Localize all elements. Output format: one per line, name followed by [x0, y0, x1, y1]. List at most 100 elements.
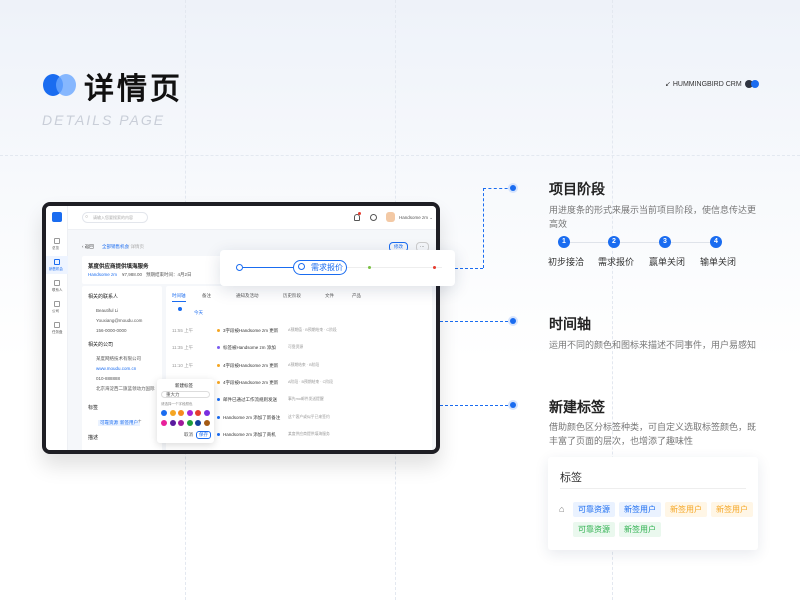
color-swatch[interactable] [203, 420, 210, 426]
tag[interactable]: 可靠资源 [573, 502, 615, 517]
tags-title: 标签 [88, 405, 99, 411]
sidebar-item[interactable]: 公司 [52, 309, 59, 313]
breadcrumb-parent[interactable]: 全部销售机会 [102, 244, 129, 249]
timeline-event: Handsome zm 添加了商机 [223, 431, 276, 437]
color-swatch[interactable] [186, 420, 193, 426]
company-field: 010-888888 [96, 376, 121, 381]
current-stage[interactable]: 需求报价 [293, 260, 347, 275]
timeline-time: 11:35 上午 [172, 345, 194, 351]
event-icon [217, 346, 220, 350]
connector-line [483, 188, 513, 189]
color-swatch[interactable] [195, 410, 201, 416]
step-circle[interactable]: 3 [659, 236, 671, 248]
tag-name-input[interactable]: 重大力 [161, 391, 210, 398]
timeline-detail: 这个客户或似乎已来签约 [288, 414, 330, 419]
cancel-button[interactable]: 取消 [184, 432, 193, 437]
bell-icon[interactable] [354, 214, 360, 221]
tab[interactable]: 产品 [352, 293, 361, 298]
sidebar-item[interactable]: 销售机会 [49, 267, 63, 271]
timeline-event: 标签被Handsome zm 添加 [223, 345, 276, 351]
anchor-dot [510, 318, 516, 324]
color-swatch[interactable] [195, 420, 201, 426]
check-icon [236, 264, 243, 271]
tag[interactable]: 新签用户 [619, 502, 661, 517]
company-field[interactable]: www.moudu.com.cn [96, 366, 137, 371]
sidebar-item[interactable]: 任务盘 [52, 330, 63, 334]
sidebar-item[interactable]: 联系人 [52, 288, 63, 292]
timeline-event: 3字段被Handsome zm 更新 [223, 328, 279, 333]
save-button[interactable]: 保存 [196, 431, 211, 439]
deal-end-date: 预期结束时间：4月2日 [146, 272, 192, 277]
tag[interactable]: 可靠资源 [573, 522, 615, 537]
notification-badge [358, 212, 361, 215]
page-subtitle: DETAILS PAGE [42, 112, 166, 128]
stage-progress-card: 需求报价 [220, 250, 455, 286]
color-hint: 请选择一个字段颜色 [161, 402, 193, 406]
color-swatch[interactable] [169, 420, 176, 426]
timeline-dot [178, 307, 182, 311]
anchor-dot [510, 185, 516, 191]
tag[interactable]: 新签用户 [118, 420, 140, 426]
color-swatch[interactable] [203, 410, 210, 416]
color-swatch[interactable] [186, 410, 193, 416]
timeline-event: Handsome zm 添加了新备注 [223, 414, 281, 420]
step-circle[interactable]: 1 [558, 236, 570, 248]
event-icon [217, 363, 220, 367]
stage-lost-dot[interactable] [433, 266, 436, 269]
timeline-detail: 某度供应商提供填海服务 [288, 431, 330, 436]
tab[interactable]: 历史阶段 [283, 293, 301, 298]
arrow-icon: ↙ [665, 81, 671, 88]
avatar[interactable] [386, 212, 395, 222]
sidebar-item[interactable]: 总览 [52, 246, 59, 250]
brand-dot-icon [745, 80, 753, 88]
step-circle[interactable]: 4 [710, 236, 722, 248]
tag[interactable]: 新签用户 [711, 502, 753, 517]
search-icon: ○ [85, 214, 89, 220]
today-label: 今天 [194, 310, 203, 315]
color-swatch[interactable] [178, 420, 184, 426]
step-circle[interactable]: 2 [608, 236, 620, 248]
section-desc: 借助颜色区分标签种类，可自定义选取标签颜色，既丰富了页面的层次，也增添了趣味性 [549, 422, 757, 446]
user-menu[interactable]: Handsome zm ⌄ [399, 215, 434, 220]
step-label: 赢单关闭 [649, 257, 686, 267]
tab[interactable]: 时间轴 [172, 293, 186, 298]
tag[interactable]: 可靠资源 [98, 420, 120, 426]
timeline-detail: A预期值 · B预期结束 · C阶段 [288, 328, 337, 332]
nav-icon [54, 280, 60, 286]
event-icon [217, 380, 220, 384]
tab[interactable]: 文件 [325, 293, 334, 298]
search-input[interactable]: 请输入您要搜索的内容 [82, 212, 148, 223]
timeline-detail: A预期结束 · B阶段 [288, 362, 320, 367]
sidebar: 总览销售机会联系人公司任务盘 [46, 206, 68, 450]
color-swatch[interactable] [178, 410, 184, 416]
connector-line [455, 268, 483, 269]
company-field: 北京海淀西二旗蓝领动力国际 [96, 386, 155, 391]
nav-icon [54, 259, 60, 265]
event-icon [217, 398, 220, 402]
timeline-event: 4字段被Handsome zm 更新 [223, 379, 279, 385]
app-window: 总览销售机会联系人公司任务盘 请输入您要搜索的内容 ○ Handsome zm … [42, 202, 440, 454]
color-swatch[interactable] [161, 420, 167, 426]
back-link[interactable]: ‹ 返回 [82, 244, 94, 249]
stage-won-dot[interactable] [368, 266, 371, 269]
settings-icon[interactable] [370, 214, 377, 221]
tab[interactable]: 通知及活动 [236, 293, 259, 298]
progress-remaining [347, 267, 442, 268]
tab[interactable]: 备注 [202, 293, 211, 298]
contacts-title: 相关的联系人 [88, 294, 119, 300]
timeline-detail: 事先mo邮件发送提醒 [288, 397, 324, 402]
tag-icon: ⌂ [559, 504, 565, 514]
breadcrumb-current: / 详情页 [128, 244, 145, 249]
tag-card: 标签 ⌂ 可靠资源新签用户新签用户新签用户可靠资源新签用户 [548, 457, 758, 550]
new-tag-popup: 新建标签 重大力 请选择一个字段颜色 取消 保存 [157, 379, 214, 443]
tag[interactable]: 新签用户 [665, 502, 707, 517]
brand-name: HUMMINGBIRD CRM [672, 81, 742, 88]
tag[interactable]: 新签用户 [619, 522, 661, 537]
color-swatch[interactable] [169, 410, 176, 416]
color-swatch[interactable] [161, 410, 167, 416]
deal-amount: ¥7,988.00 [122, 272, 143, 277]
add-tag-button[interactable]: + [138, 419, 142, 425]
app-logo-icon [52, 212, 62, 222]
nav-icon [54, 322, 60, 328]
